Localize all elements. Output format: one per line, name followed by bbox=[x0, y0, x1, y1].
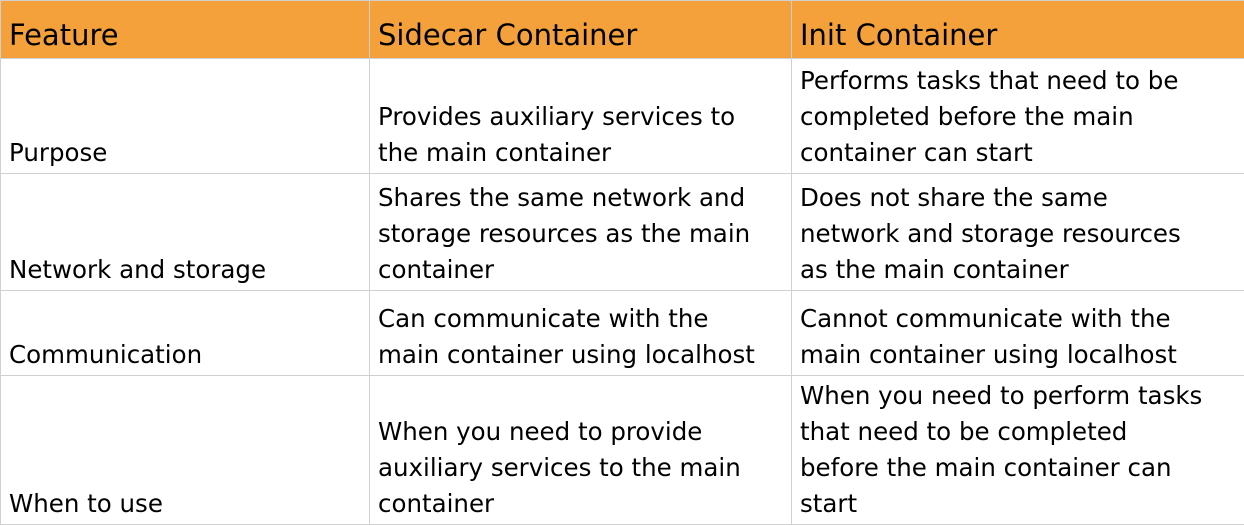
cell-line: Can communicate with the bbox=[378, 304, 708, 333]
cell-line: When you need to perform tasks bbox=[800, 381, 1202, 410]
header-sidecar-container: Sidecar Container bbox=[370, 1, 792, 59]
cell-line: the main container bbox=[378, 138, 611, 167]
cell-line: before the main container can bbox=[800, 453, 1172, 482]
cell-line: storage resources as the main bbox=[378, 219, 750, 248]
header-feature: Feature bbox=[1, 1, 370, 59]
cell-line: Cannot communicate with the bbox=[800, 304, 1171, 333]
cell-line: main container using localhost bbox=[378, 340, 755, 369]
cell-line: Shares the same network and bbox=[378, 183, 745, 212]
cell-line: completed before the main bbox=[800, 102, 1134, 131]
feature-cell: Communication bbox=[1, 291, 370, 376]
header-init-container: Init Container bbox=[792, 1, 1244, 59]
cell-line: Does not share the same bbox=[800, 183, 1108, 212]
init-cell: Does not share the same network and stora… bbox=[792, 174, 1244, 291]
cell-line: Performs tasks that need to be bbox=[800, 66, 1178, 95]
cell-line: container bbox=[378, 255, 494, 284]
init-cell: Cannot communicate with the main containe… bbox=[792, 291, 1244, 376]
table-row: Communication Can communicate with the ma… bbox=[1, 291, 1244, 376]
cell-line: Provides auxiliary services to bbox=[378, 102, 735, 131]
sidecar-cell: Shares the same network and storage resou… bbox=[370, 174, 792, 291]
cell-line: network and storage resources bbox=[800, 219, 1181, 248]
init-cell: When you need to perform tasks that need … bbox=[792, 376, 1244, 525]
cell-line: When you need to provide bbox=[378, 417, 702, 446]
feature-cell: Purpose bbox=[1, 59, 370, 174]
table-row: Network and storage Shares the same netw… bbox=[1, 174, 1244, 291]
feature-cell: When to use bbox=[1, 376, 370, 525]
table-row: Purpose Provides auxiliary services to th… bbox=[1, 59, 1244, 174]
cell-line: that need to be completed bbox=[800, 417, 1127, 446]
cell-line: start bbox=[800, 489, 857, 518]
table-row: When to use When you need to provide auxi… bbox=[1, 376, 1244, 525]
cell-line: container can start bbox=[800, 138, 1033, 167]
sidecar-cell: Can communicate with the main container u… bbox=[370, 291, 792, 376]
sidecar-cell: When you need to provide auxiliary servic… bbox=[370, 376, 792, 525]
cell-line: main container using localhost bbox=[800, 340, 1177, 369]
feature-cell: Network and storage bbox=[1, 174, 370, 291]
cell-line: container bbox=[378, 489, 494, 518]
sidecar-cell: Provides auxiliary services to the main c… bbox=[370, 59, 792, 174]
header-row: Feature Sidecar Container Init Container bbox=[1, 1, 1244, 59]
init-cell: Performs tasks that need to be completed … bbox=[792, 59, 1244, 174]
cell-line: as the main container bbox=[800, 255, 1069, 284]
cell-line: auxiliary services to the main bbox=[378, 453, 741, 482]
